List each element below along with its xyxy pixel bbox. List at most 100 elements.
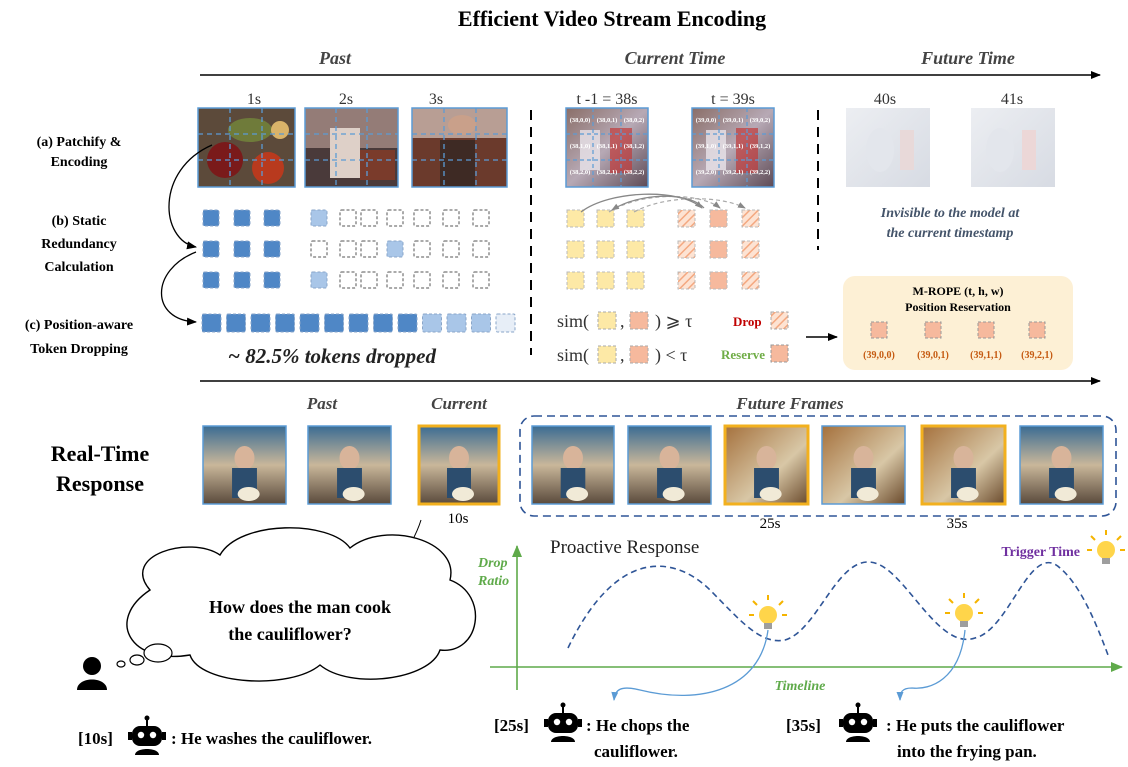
token xyxy=(233,209,251,227)
realtime-label-line1: Real-Time xyxy=(51,441,150,466)
token xyxy=(472,271,490,289)
similarity-arrows xyxy=(580,193,746,213)
prev-frame-token xyxy=(596,271,615,290)
patch-label: (38,0,2) xyxy=(624,117,645,124)
frame-label-3s: 3s xyxy=(429,91,443,108)
token xyxy=(360,271,378,289)
realtime-label-line2: Response xyxy=(56,471,144,496)
lightbulb-icon xyxy=(1087,530,1125,564)
past-frame-1s xyxy=(197,107,296,188)
step-c-line2: Token Dropping xyxy=(30,342,128,357)
patch-label: (38,0,0) xyxy=(570,117,591,124)
patch-label: (39,2,0) xyxy=(696,169,717,176)
svg-text:,: , xyxy=(620,311,625,331)
video-frame xyxy=(920,424,1007,506)
y-axis-label-line1: Drop xyxy=(477,556,508,571)
kept-token xyxy=(446,313,467,333)
patch-label: (39,2,1) xyxy=(723,169,744,176)
realtime-current-label: Current xyxy=(431,394,488,413)
token xyxy=(413,209,431,227)
token xyxy=(413,240,431,258)
prev-frame-token xyxy=(626,209,645,228)
reserved-token xyxy=(1028,321,1046,339)
question-line1: How does the man cook xyxy=(209,597,391,617)
robot-icon xyxy=(839,702,877,742)
past-frame-3s xyxy=(411,107,508,188)
past-token-grid xyxy=(202,209,490,289)
response-35s-text-line1: : He puts the cauliflower xyxy=(886,716,1065,735)
patch-label: (39,1,2) xyxy=(750,143,771,150)
patch-label: (39,0,1) xyxy=(723,117,744,124)
curr-frame-token xyxy=(677,209,696,228)
patch-label: (38,0,1) xyxy=(597,117,618,124)
patch-labels-39s: (39,0,0)(39,0,1)(39,0,2)(39,1,0)(39,1,1)… xyxy=(696,117,771,176)
token xyxy=(263,240,281,258)
reserved-position-label: (39,1,1) xyxy=(970,350,1002,361)
kept-token xyxy=(373,313,393,333)
x-axis-label: Timeline xyxy=(775,679,826,694)
token xyxy=(472,240,490,258)
invisible-note-line1: Invisible to the model at xyxy=(880,206,1021,221)
svg-text:) < τ: ) < τ xyxy=(655,345,687,366)
response-25s-text-line1: : He chops the xyxy=(586,716,690,735)
drop-swatch xyxy=(770,311,789,330)
time-25s: 25s xyxy=(760,516,781,532)
prev-frame-token xyxy=(566,209,585,228)
step-arrow-b-to-c xyxy=(161,251,197,326)
question-cloud xyxy=(116,527,477,682)
frame-label-2s: 2s xyxy=(339,91,353,108)
token xyxy=(263,209,281,227)
video-frame xyxy=(821,425,906,505)
frame-label-39s: t = 39s xyxy=(711,91,755,108)
frame-label-41s: 41s xyxy=(1001,91,1023,108)
response-25s-text-line2: cauliflower. xyxy=(594,742,678,761)
lightbulb-icon xyxy=(945,593,983,627)
kept-token xyxy=(299,313,320,333)
svg-text:sim(: sim( xyxy=(557,311,589,332)
robot-icon xyxy=(544,702,582,742)
reserved-position-label: (39,0,1) xyxy=(917,350,949,361)
invisible-note-line2: the current timestamp xyxy=(887,226,1014,241)
svg-text:) ⩾ τ: ) ⩾ τ xyxy=(655,311,692,332)
patch-label: (39,0,2) xyxy=(750,117,771,124)
future-frames-box xyxy=(519,415,1117,517)
token xyxy=(442,271,460,289)
time-35s: 35s xyxy=(947,516,968,532)
video-frame xyxy=(723,424,810,506)
kept-token xyxy=(397,313,418,333)
time-10s: 10s xyxy=(448,511,469,527)
kept-token xyxy=(495,313,516,333)
token xyxy=(413,271,431,289)
step-c-line1: (c) Position-aware xyxy=(25,318,133,333)
y-axis-label-line2: Ratio xyxy=(477,574,509,589)
response-10s-time: [10s] xyxy=(78,729,113,748)
svg-text:,: , xyxy=(620,345,625,365)
step-a-line1: (a) Patchify & xyxy=(37,135,122,150)
proactive-title: Proactive Response xyxy=(550,537,699,558)
token xyxy=(442,209,460,227)
realtime-future-label: Future Frames xyxy=(735,394,844,413)
step-b-line3: Calculation xyxy=(44,260,113,275)
patch-label: (38,1,0) xyxy=(570,143,591,150)
realtime-past-label: Past xyxy=(306,394,339,413)
tokens-dropped-caption: ~ 82.5% tokens dropped xyxy=(228,344,436,368)
patch-label: (38,1,1) xyxy=(597,143,618,150)
token xyxy=(360,209,378,227)
curr-frame-token xyxy=(709,209,728,228)
future-frame-40s xyxy=(846,108,930,187)
curr-frame-token xyxy=(741,240,760,259)
timeline-future-label: Future Time xyxy=(920,48,1015,68)
patch-label: (38,1,2) xyxy=(624,143,645,150)
token xyxy=(263,271,281,289)
patch-label: (39,1,0) xyxy=(696,143,717,150)
token xyxy=(202,240,220,258)
reserved-position-label: (39,2,1) xyxy=(1021,350,1053,361)
token xyxy=(310,271,328,289)
video-frame xyxy=(417,424,501,506)
response-arrow-25s xyxy=(611,629,769,701)
token xyxy=(360,240,378,258)
patch-label: (39,1,1) xyxy=(723,143,744,150)
token xyxy=(310,209,328,227)
reserved-token xyxy=(870,321,888,339)
